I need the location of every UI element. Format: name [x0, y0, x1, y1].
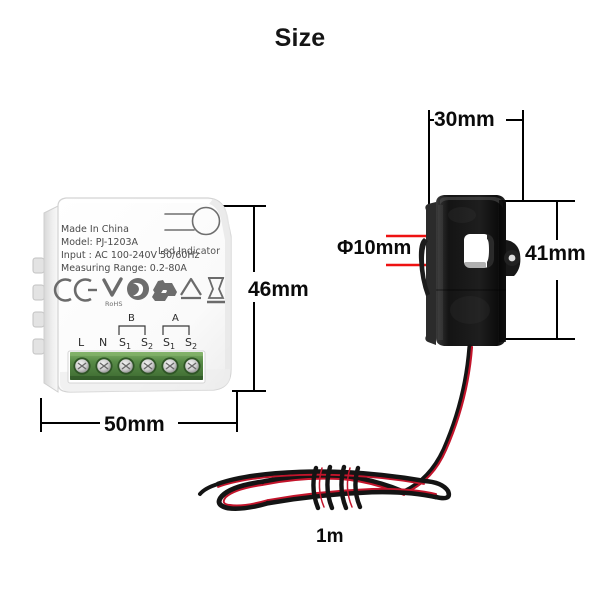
dimension-label-aperture-diameter: Φ10mm — [337, 237, 412, 259]
terminal-label-a-s1: S1 — [163, 336, 176, 352]
led-indicator-icon — [164, 206, 221, 236]
terminal-label-n: N — [99, 336, 108, 349]
terminal-group-label-b: B — [128, 313, 135, 324]
page-title: Size — [274, 24, 326, 52]
rohs-label: RoHS — [105, 300, 123, 308]
dimension-label-clamp-width: 30mm — [434, 108, 495, 131]
terminal-group-label-a: A — [172, 313, 179, 324]
rohs-check-icon — [102, 277, 123, 297]
dimension-label-module-width: 50mm — [104, 413, 165, 436]
terminal-group-brackets — [118, 325, 190, 335]
green-dot-icon — [127, 278, 149, 300]
module-label-line-2: Model: PJ-1203A — [61, 237, 139, 248]
dimension-label-clamp-height: 41mm — [525, 242, 586, 265]
terminal-block — [67, 350, 206, 384]
dimension-label-module-height: 46mm — [248, 278, 309, 301]
terminal-label-a-s2: S2 — [185, 336, 198, 352]
house-icon — [180, 277, 202, 300]
certification-icons — [53, 277, 225, 304]
cable-binding — [311, 464, 363, 511]
ct-clamp-sensor — [418, 195, 521, 346]
terminal-label-b-s2: S2 — [141, 336, 154, 352]
dimension-line-30mm — [428, 110, 524, 205]
energy-meter-module — [32, 197, 232, 393]
led-indicator-label: Led Indicator — [158, 246, 221, 257]
dimension-line-50mm — [40, 390, 238, 432]
dimension-label-cable-length: 1m — [316, 526, 344, 547]
ce-icon — [53, 278, 97, 302]
dimension-line-41mm — [500, 200, 575, 340]
clamp-aperture — [464, 234, 495, 269]
weee-crossed-bin-icon — [207, 277, 225, 304]
clamp-hinge — [504, 240, 521, 276]
terminal-screws — [73, 357, 201, 375]
terminal-label-b-s1: S1 — [119, 336, 132, 352]
terminal-label-l: L — [78, 336, 85, 349]
module-label-line-1: Made In China — [61, 224, 129, 235]
recycling-icon — [152, 280, 177, 301]
module-mounting-tabs — [32, 257, 45, 355]
sensor-cable — [198, 344, 474, 511]
module-label-line-4: Measuring Range: 0.2-80A — [61, 263, 187, 274]
module-label-line-3: Input : AC 100-240V 50/60Hz — [61, 250, 200, 261]
